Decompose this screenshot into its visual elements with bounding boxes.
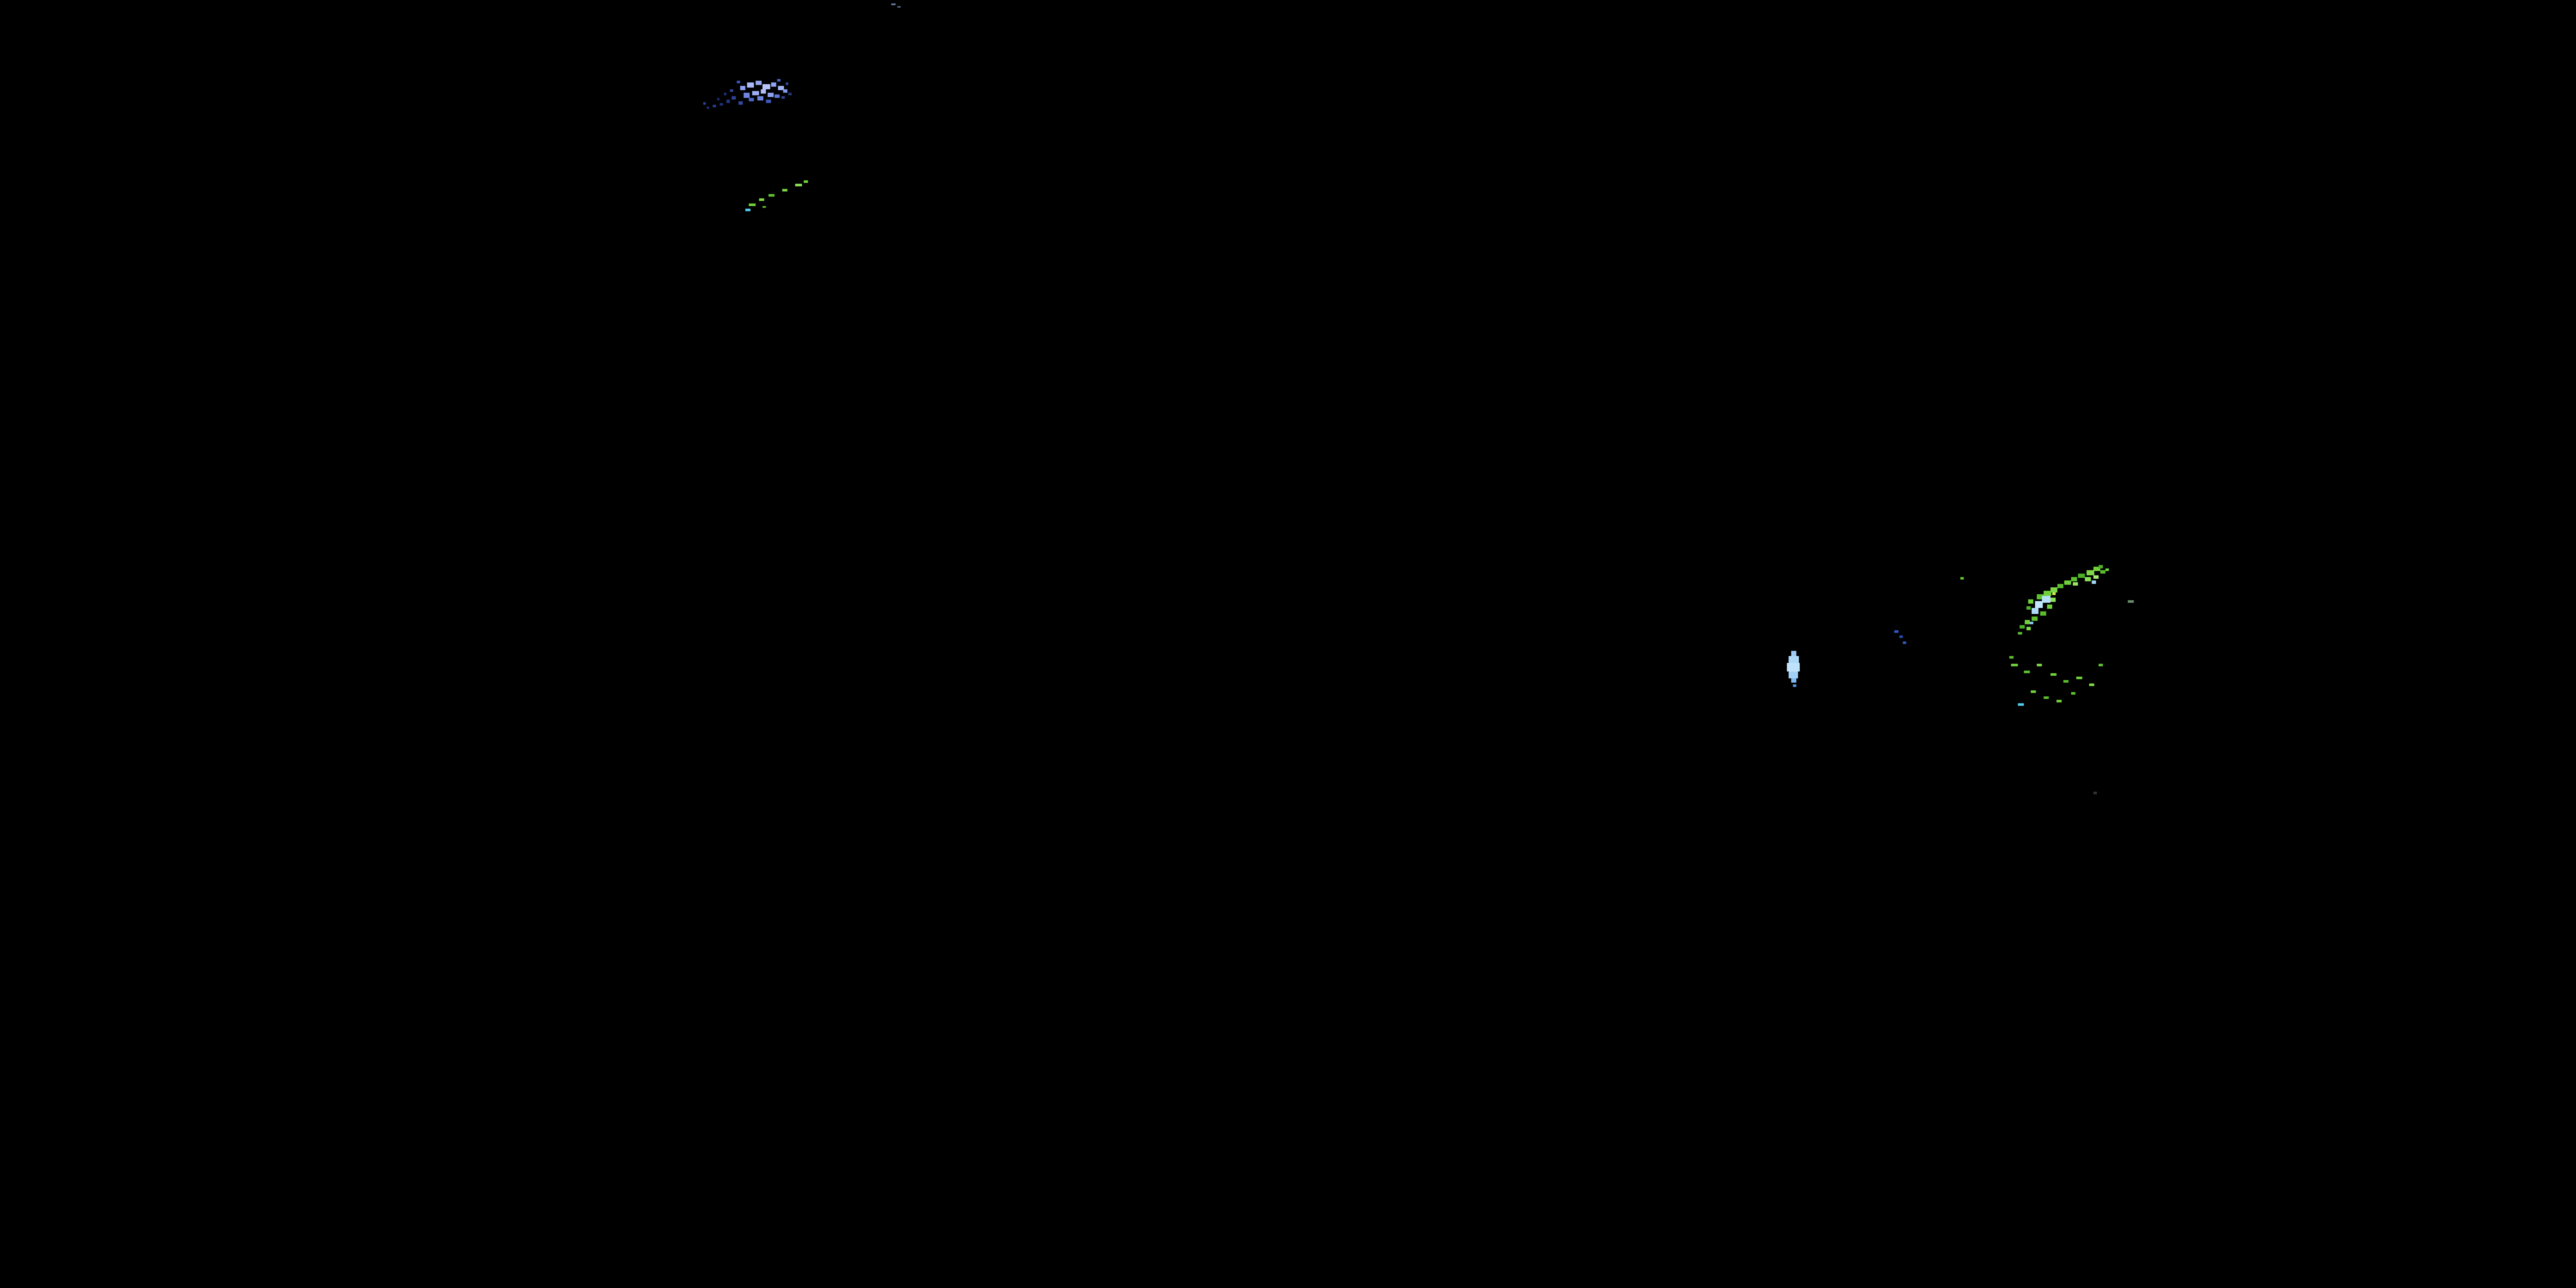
radar-map-background	[0, 0, 2576, 1288]
precipitation-radar-layer	[0, 0, 2576, 1288]
